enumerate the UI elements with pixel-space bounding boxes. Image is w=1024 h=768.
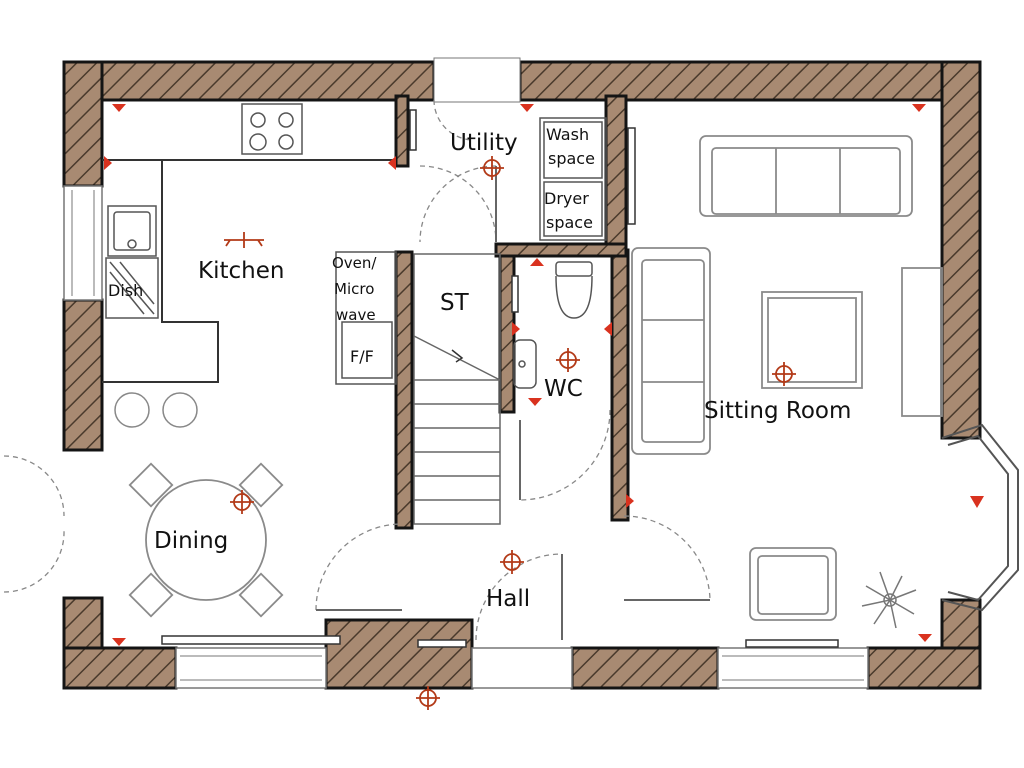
coffee-table-icon <box>761 291 863 389</box>
dish-label: Dish <box>108 281 143 300</box>
wall-utility-bottom <box>494 242 628 258</box>
dining-table-icon <box>128 462 284 618</box>
dining-chair-icon <box>128 462 174 508</box>
window-bottom-dining <box>175 647 327 689</box>
tv-unit-icon <box>901 267 943 417</box>
wall-bottom-3 <box>570 646 720 690</box>
hall-label: Hall <box>486 586 530 612</box>
dining-chair-icon <box>238 462 284 508</box>
wall-kitchen-utility <box>394 94 410 168</box>
plant-icon <box>861 571 917 629</box>
dining-label: Dining <box>154 528 228 554</box>
dining-chair-icon <box>238 572 284 618</box>
wall-top-right <box>518 60 982 102</box>
door-swing-icon <box>3 99 711 641</box>
toilet-icon <box>555 261 593 319</box>
wall-utility-sitting <box>604 94 628 248</box>
bar-stools <box>114 392 198 428</box>
dryer-space-label-line2: space <box>546 213 593 232</box>
bay-window <box>941 423 1019 612</box>
utility-label: Utility <box>450 130 518 156</box>
wall-right-upper <box>940 60 982 440</box>
kitchen-counter <box>102 159 396 383</box>
sitting-room-label: Sitting Room <box>704 398 851 424</box>
wc-label: WC <box>544 376 583 402</box>
wall-top-left <box>62 60 436 102</box>
walls <box>62 60 982 690</box>
wall-bottom-1 <box>62 646 178 690</box>
oven-label-line3: wave <box>336 306 376 324</box>
ff-label: F/F <box>350 347 374 366</box>
window-left <box>63 185 103 301</box>
wall-wc-right <box>610 248 630 522</box>
windows <box>63 185 869 689</box>
wall-left-lower <box>62 298 104 452</box>
front-door-opening <box>471 647 573 689</box>
wash-space-label-line1: Wash <box>546 125 589 144</box>
radiator-icon <box>161 109 839 648</box>
oven-label-line2: Micro <box>334 280 374 298</box>
socket-marker-icon <box>104 104 984 646</box>
wash-space-label-line2: space <box>548 149 595 168</box>
dining-chair-icon <box>128 572 174 618</box>
sofa-icon <box>631 247 711 455</box>
light-fitting-icon <box>224 156 796 710</box>
armchair-icon <box>749 547 837 621</box>
stool-icon <box>114 392 150 428</box>
wall-left-upper <box>62 60 104 188</box>
staircase <box>413 253 501 525</box>
sofa-icon <box>699 135 913 217</box>
stool-icon <box>162 392 198 428</box>
st-label: ST <box>440 290 470 316</box>
hob-icon <box>241 103 303 155</box>
top-door-opening <box>433 57 521 103</box>
wall-bottom-2 <box>324 618 474 690</box>
kitchen-label: Kitchen <box>198 258 284 284</box>
window-bottom-sitting <box>717 647 869 689</box>
dryer-space-label-line1: Dryer <box>544 189 589 208</box>
door-leaves <box>316 166 710 640</box>
wall-stair-left <box>394 250 414 530</box>
oven-label-line1: Oven/ <box>332 254 377 272</box>
wall-bottom-4 <box>866 646 982 690</box>
sink-icon <box>105 205 159 319</box>
oven-unit <box>335 251 397 385</box>
utility-appliances <box>539 117 607 241</box>
basin-icon <box>513 339 537 389</box>
